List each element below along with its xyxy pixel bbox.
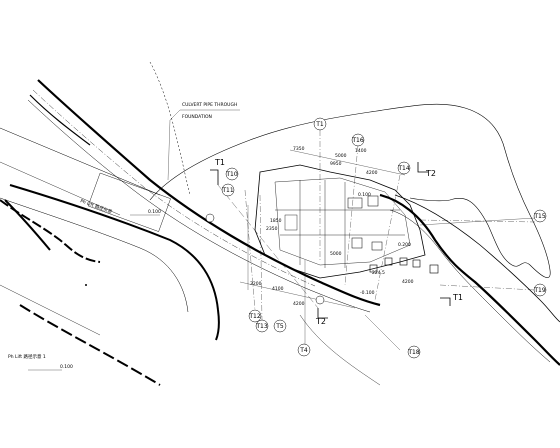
terrain-contour	[149, 103, 551, 278]
boundary-line-3	[0, 284, 101, 336]
right-elevation: 224.5	[372, 270, 385, 276]
equipment-9	[429, 264, 439, 274]
svg-text:T13: T13	[255, 323, 267, 330]
main-road-center	[32, 89, 316, 287]
main-road-edge-b	[27, 99, 371, 313]
dim-1850: 1850	[270, 218, 282, 224]
dim-chain-bottom	[239, 281, 356, 309]
axis-bubble-t14: T14	[397, 161, 411, 175]
rail-curve-2	[9, 184, 220, 341]
equipment-4	[371, 241, 383, 251]
building-outline	[254, 164, 426, 279]
axis-bubble-t15: T15	[533, 209, 547, 223]
highway-right-c	[394, 194, 560, 323]
culvert-callout-line-1: CULVERT PIPE THROUGH	[182, 102, 237, 108]
dim-4100: 4100	[272, 286, 284, 292]
grid-axis-t15	[419, 219, 536, 223]
axis-bubble-t3	[205, 213, 215, 223]
equipment-6	[399, 257, 408, 266]
dim-7350: 7350	[293, 146, 305, 152]
grid-axis-t16	[344, 144, 359, 286]
axis-bubble-t11: T11	[221, 183, 235, 197]
rail-curve-1	[29, 94, 91, 146]
section-cut-line	[217, 184, 319, 309]
section-cut-t1-top	[210, 169, 219, 185]
dim-2350: 2350	[266, 226, 278, 232]
section-cut-t1-right	[440, 297, 451, 306]
stair-block	[284, 214, 298, 231]
dim-4200-a: 4200	[366, 170, 378, 176]
dim-3200: 3200	[250, 281, 262, 287]
dim-9950: 9950	[330, 161, 342, 167]
rail-curve-5	[19, 304, 161, 386]
svg-text:T19: T19	[533, 287, 545, 294]
terrain-bottom-curve	[299, 314, 381, 386]
axis-bubble-t13: T13	[255, 319, 269, 333]
dim-5000-b: 5000	[330, 251, 342, 257]
svg-text:T10: T10	[225, 171, 237, 178]
svg-text:T11: T11	[221, 187, 233, 194]
highway-right-b	[389, 209, 551, 363]
main-road-edge-a	[37, 79, 381, 307]
equipment-5	[384, 257, 393, 266]
dim-1400: 1400	[355, 148, 367, 154]
culvert-box	[87, 172, 171, 232]
equipment-8	[369, 264, 378, 273]
grid-axis-t13	[259, 194, 263, 321]
drainage-line	[149, 61, 191, 196]
svg-text:T14: T14	[397, 165, 409, 172]
svg-text:T4: T4	[299, 347, 308, 354]
level-0-100-c: 0.100	[60, 364, 73, 370]
level-neg-0-100: -0.100	[360, 290, 375, 296]
section-label-top-right: T2	[425, 169, 436, 178]
equipment-3	[351, 237, 363, 249]
grid-axis-t14	[374, 174, 401, 301]
boundary-line-2	[0, 161, 121, 216]
boundary-line-1	[0, 127, 161, 196]
section-label-bottom: T2	[315, 317, 326, 326]
dim-5000: 5000	[335, 153, 347, 159]
equipment-7	[412, 259, 421, 268]
bottom-route-note: Ph Lift 路径示意 1	[8, 353, 46, 360]
dim-chain-top	[289, 149, 406, 176]
dim-4200-c: 4200	[402, 279, 414, 285]
axis-bubble-t16: T16	[351, 133, 365, 147]
equipment-1	[347, 197, 363, 209]
level-0-200: 0.200	[398, 242, 411, 248]
axis-bubble-t5: T5	[273, 319, 287, 333]
leader-t15	[419, 217, 536, 226]
section-cut-t2-bottom	[317, 308, 328, 319]
grid-axis-t12	[244, 189, 256, 311]
axis-bubble-t1: T1	[313, 117, 327, 131]
axis-bubble-t19: T19	[533, 283, 547, 297]
grid-axis-t19	[439, 284, 536, 291]
culvert-leader	[167, 109, 181, 181]
level-0-100-a: 0.100	[148, 209, 161, 215]
highway-right-a	[379, 193, 560, 366]
section-cut-t2-top	[417, 162, 428, 173]
axis-bubble-t2	[315, 295, 325, 305]
svg-text:T18: T18	[407, 349, 419, 356]
svg-text:T15: T15	[533, 213, 545, 220]
level-0-100-b: 0.100	[358, 192, 371, 198]
svg-text:T1: T1	[315, 121, 324, 128]
survey-point	[85, 284, 87, 286]
section-label-right: T1	[452, 293, 463, 302]
section-label-top: T1	[214, 158, 225, 167]
dim-4200-b: 4200	[293, 301, 305, 307]
svg-text:T16: T16	[351, 137, 363, 144]
leader-t18	[364, 314, 401, 351]
rail-curve-3	[0, 197, 189, 313]
building-inner	[274, 177, 411, 266]
svg-text:T12: T12	[248, 313, 260, 320]
axis-bubble-t12: T12	[248, 309, 262, 323]
equipment-2	[367, 195, 379, 207]
rail-curve-6	[4, 199, 51, 251]
axis-bubble-t18: T18	[407, 345, 421, 359]
svg-text:T5: T5	[275, 323, 284, 330]
axis-bubble-t4: T4	[297, 343, 311, 357]
culvert-callout-line-2: FOUNDATION	[182, 114, 212, 120]
axis-bubble-t10: T10	[225, 167, 239, 181]
